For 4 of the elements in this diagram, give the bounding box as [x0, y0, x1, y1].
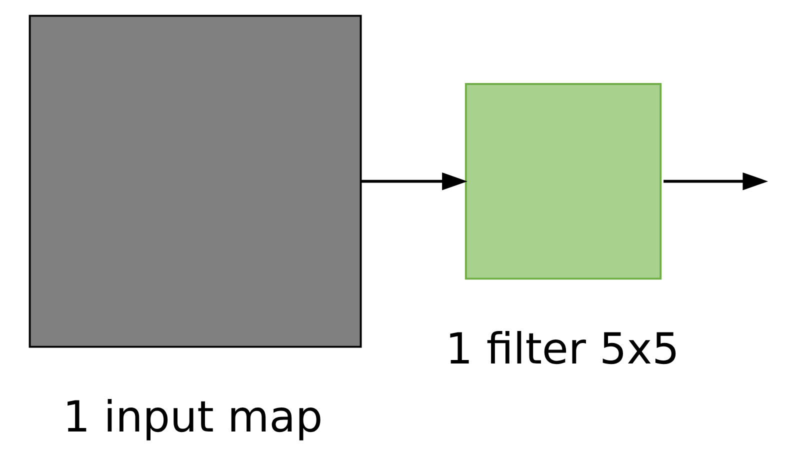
node-label: 1 filter 5x5 — [444, 324, 679, 375]
arrow — [360, 172, 467, 190]
node-label: 1 input map — [62, 392, 322, 443]
arrow — [663, 172, 768, 190]
